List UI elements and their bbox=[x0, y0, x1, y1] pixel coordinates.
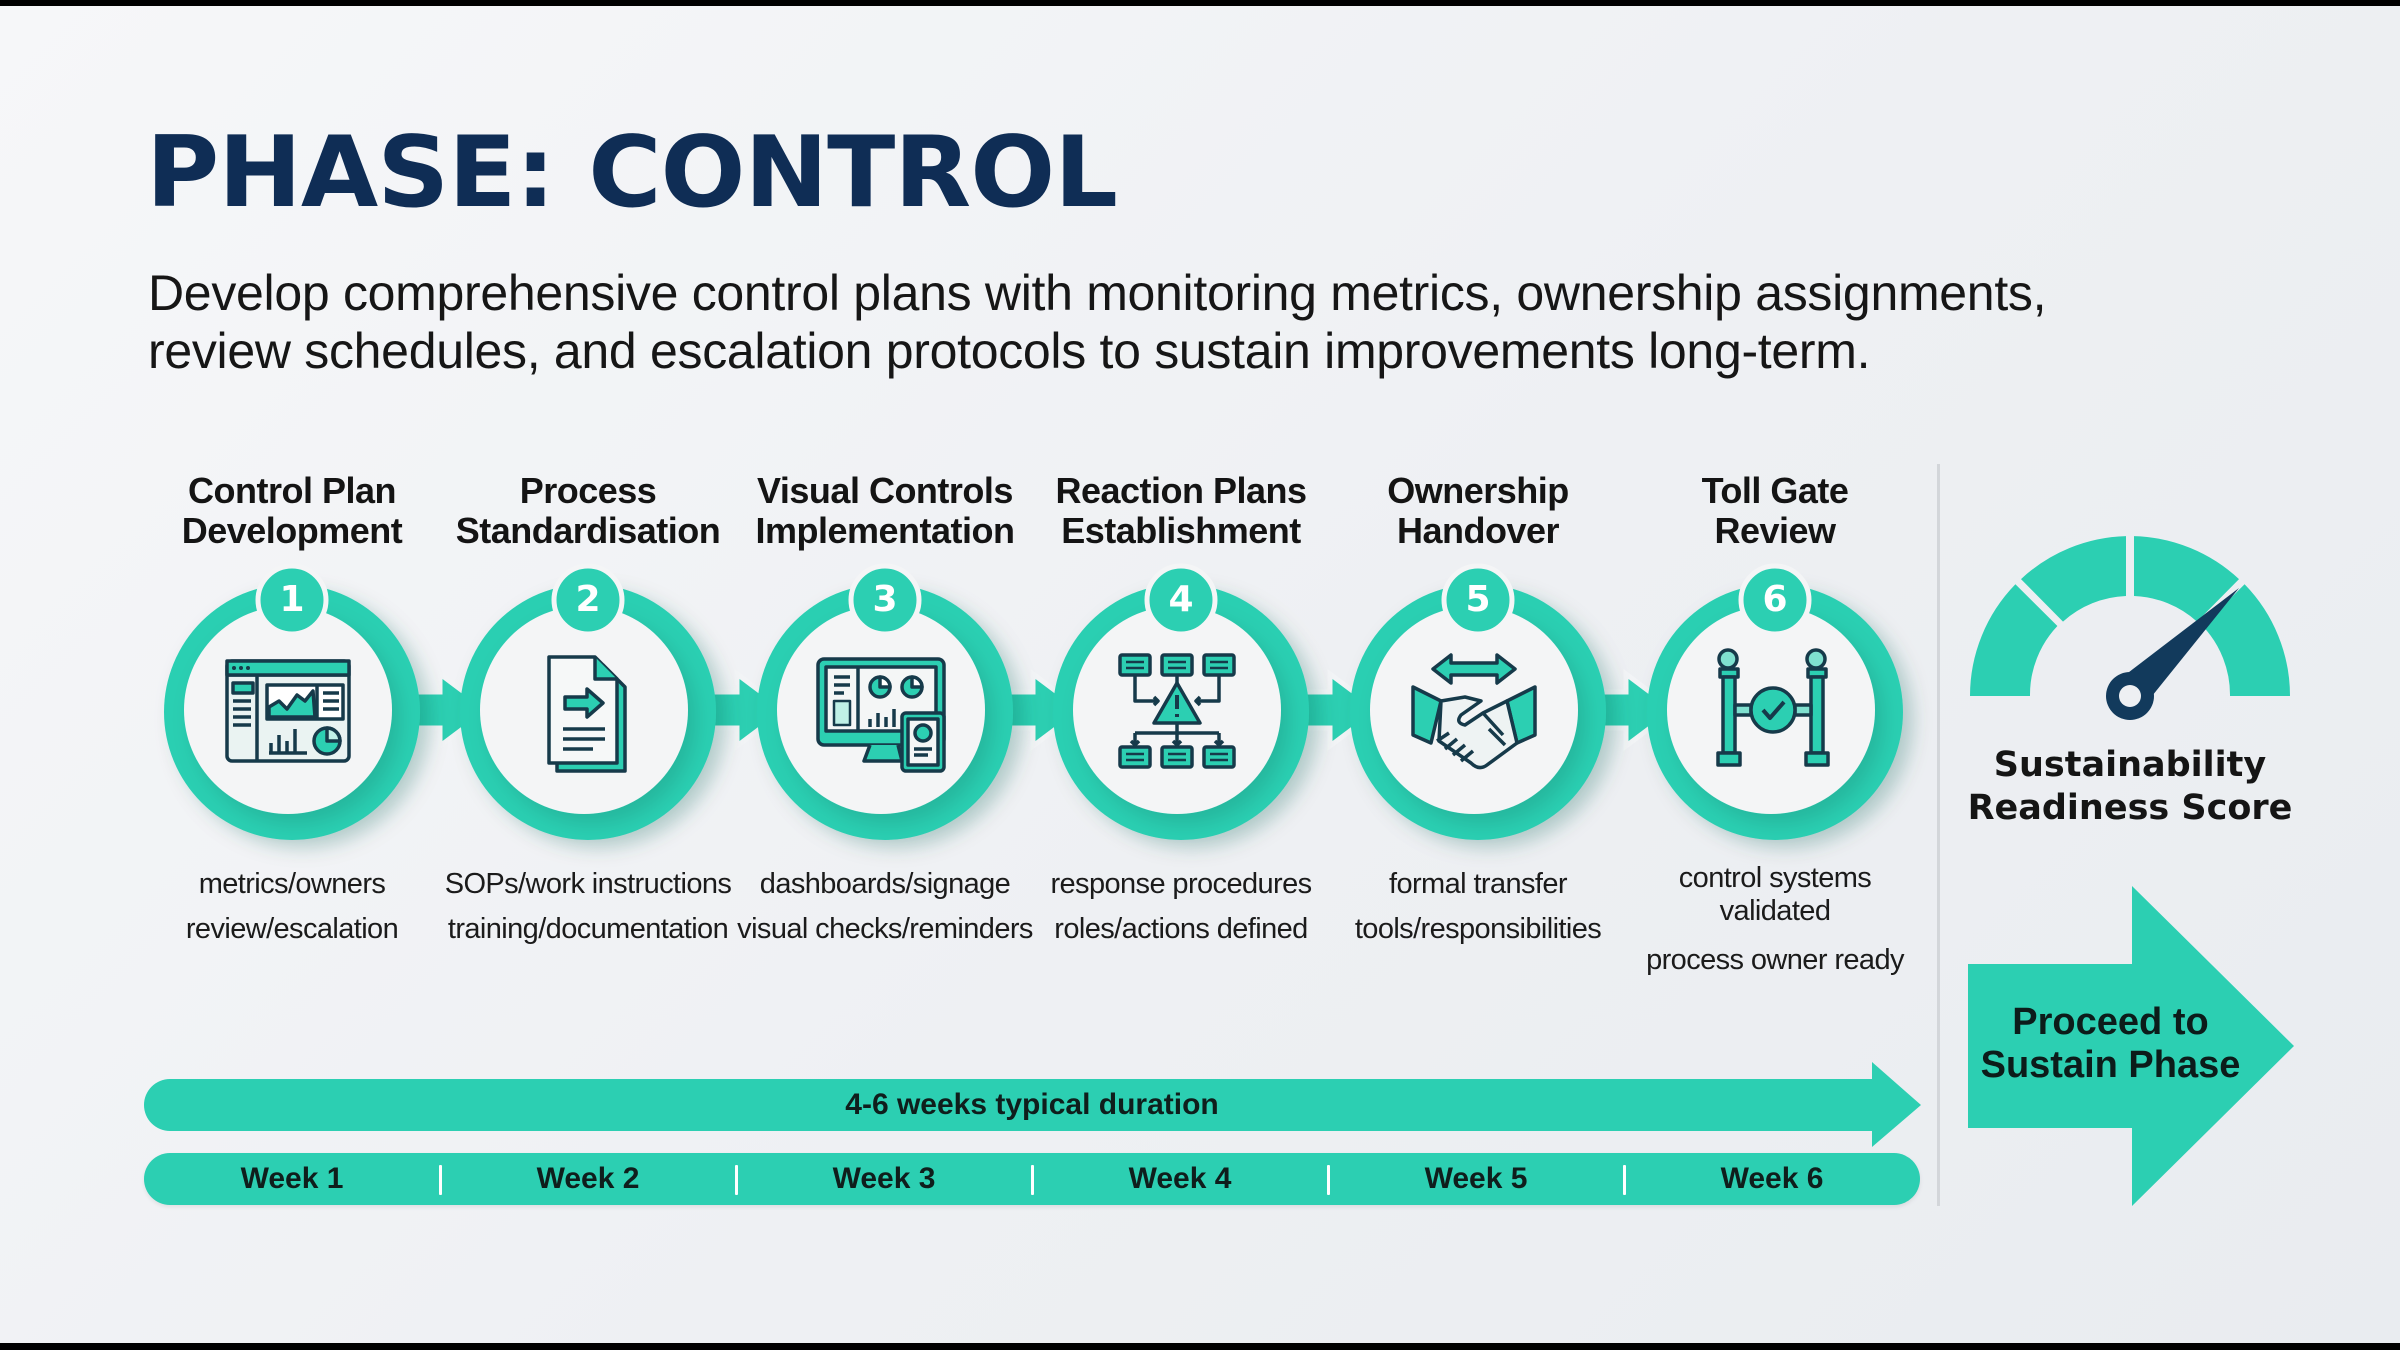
monitor-tablet-icon bbox=[816, 657, 946, 773]
step-title-line: Development bbox=[181, 510, 403, 551]
week-2: Week 2 bbox=[439, 1153, 736, 1205]
step-number-badge: 2 bbox=[575, 579, 601, 620]
escalation-flowchart-icon bbox=[1118, 653, 1236, 769]
speedometer-gauge-icon bbox=[1970, 536, 2290, 720]
step-title-line: Standardisation bbox=[455, 510, 721, 551]
subtitle-line-2: review schedules, and escalation protoco… bbox=[148, 323, 1871, 379]
desc-line: roles/actions defined bbox=[1054, 913, 1308, 945]
arrow-connector-3-4 bbox=[990, 669, 1086, 751]
desc-line: control systems bbox=[1678, 862, 1872, 894]
handshake-icon bbox=[1411, 653, 1537, 770]
proceed-to-sustain-arrow[interactable]: Proceed to Sustain Phase bbox=[1968, 1001, 2253, 1087]
step-desc-4: response procedures roles/actions define… bbox=[1031, 862, 1331, 952]
proceed-label-line: Proceed to bbox=[2012, 1001, 2209, 1043]
arrow-connector-4-5 bbox=[1287, 669, 1383, 751]
step-title-6: Toll Gate Review bbox=[1630, 471, 1920, 551]
week-timeline: Week 1 Week 2 Week 3 Week 4 Week 5 Week … bbox=[144, 1153, 1920, 1205]
week-3: Week 3 bbox=[735, 1153, 1032, 1205]
week-4: Week 4 bbox=[1031, 1153, 1328, 1205]
step-desc-1: metrics/owners review/escalation bbox=[142, 862, 442, 952]
desc-line: training/documentation bbox=[447, 913, 729, 945]
slide: PHASE: CONTROL Develop comprehensive con… bbox=[0, 6, 2400, 1343]
step-number-badge: 3 bbox=[872, 579, 898, 620]
arrow-connector-5-6 bbox=[1583, 669, 1679, 751]
step-number-badge: 1 bbox=[279, 579, 305, 620]
step-title-3: Visual Controls Implementation bbox=[740, 471, 1030, 551]
desc-line: formal transfer bbox=[1389, 868, 1568, 900]
step-title-5: Ownership Handover bbox=[1333, 471, 1623, 551]
step-title-line: Toll Gate bbox=[1701, 470, 1849, 511]
gauge-label-line: Readiness Score bbox=[1967, 788, 2293, 828]
desc-line: review/escalation bbox=[185, 913, 399, 945]
dashboard-icon bbox=[225, 659, 351, 763]
step-number-badge: 5 bbox=[1465, 579, 1491, 620]
step-title-line: Review bbox=[1714, 510, 1836, 551]
desc-line: process owner ready bbox=[1646, 944, 1904, 976]
step-desc-6: control systems validated process owner … bbox=[1625, 862, 1925, 983]
step-title-line: Implementation bbox=[755, 510, 1015, 551]
desc-line: dashboards/signage bbox=[759, 868, 1011, 900]
step-title-line: Reaction Plans bbox=[1055, 470, 1307, 511]
gauge-label: Sustainability Readiness Score bbox=[1960, 744, 2300, 830]
step-title-4: Reaction Plans Establishment bbox=[1036, 471, 1326, 551]
step-title-line: Process bbox=[519, 470, 657, 511]
step-number-badge: 6 bbox=[1762, 579, 1788, 620]
step-title-line: Handover bbox=[1396, 510, 1560, 551]
step-title-line: Control Plan bbox=[188, 470, 397, 511]
step-desc-2: SOPs/work instructions training/document… bbox=[438, 862, 738, 952]
desc-line: visual checks/reminders bbox=[737, 913, 1033, 945]
desc-line: validated bbox=[1719, 895, 1831, 927]
gauge-label-line: Sustainability bbox=[1993, 745, 2267, 785]
step-desc-3: dashboards/signage visual checks/reminde… bbox=[735, 862, 1035, 952]
desc-line: metrics/owners bbox=[198, 868, 386, 900]
week-5: Week 5 bbox=[1327, 1153, 1624, 1205]
step-title-1: Control Plan Development bbox=[147, 471, 437, 551]
step-rings bbox=[164, 563, 1903, 840]
step-title-line: Ownership bbox=[1387, 470, 1569, 511]
step-number-badge: 4 bbox=[1168, 579, 1194, 620]
page-subtitle: Develop comprehensive control plans with… bbox=[148, 264, 2198, 380]
arrow-connector-2-3 bbox=[694, 669, 790, 751]
step-title-line: Establishment bbox=[1061, 510, 1301, 551]
desc-line: tools/responsibilities bbox=[1354, 913, 1602, 945]
arrow-connector-1-2 bbox=[397, 669, 493, 751]
step-title-2: Process Standardisation bbox=[443, 471, 733, 551]
week-6: Week 6 bbox=[1623, 1153, 1920, 1205]
step-title-line: Visual Controls bbox=[757, 470, 1013, 511]
page-title: PHASE: CONTROL bbox=[146, 116, 1118, 230]
desc-line: response procedures bbox=[1050, 868, 1312, 900]
document-icon bbox=[547, 655, 627, 773]
gate-check-icon bbox=[1716, 648, 1830, 767]
proceed-label-line: Sustain Phase bbox=[1980, 1044, 2241, 1086]
section-divider bbox=[1937, 464, 1940, 1206]
desc-line: SOPs/work instructions bbox=[444, 868, 732, 900]
duration-label: 4-6 weeks typical duration bbox=[845, 1088, 1219, 1121]
step-desc-5: formal transfer tools/responsibilities bbox=[1328, 862, 1628, 952]
subtitle-line-1: Develop comprehensive control plans with… bbox=[148, 265, 2047, 321]
week-1: Week 1 bbox=[240, 1162, 344, 1195]
